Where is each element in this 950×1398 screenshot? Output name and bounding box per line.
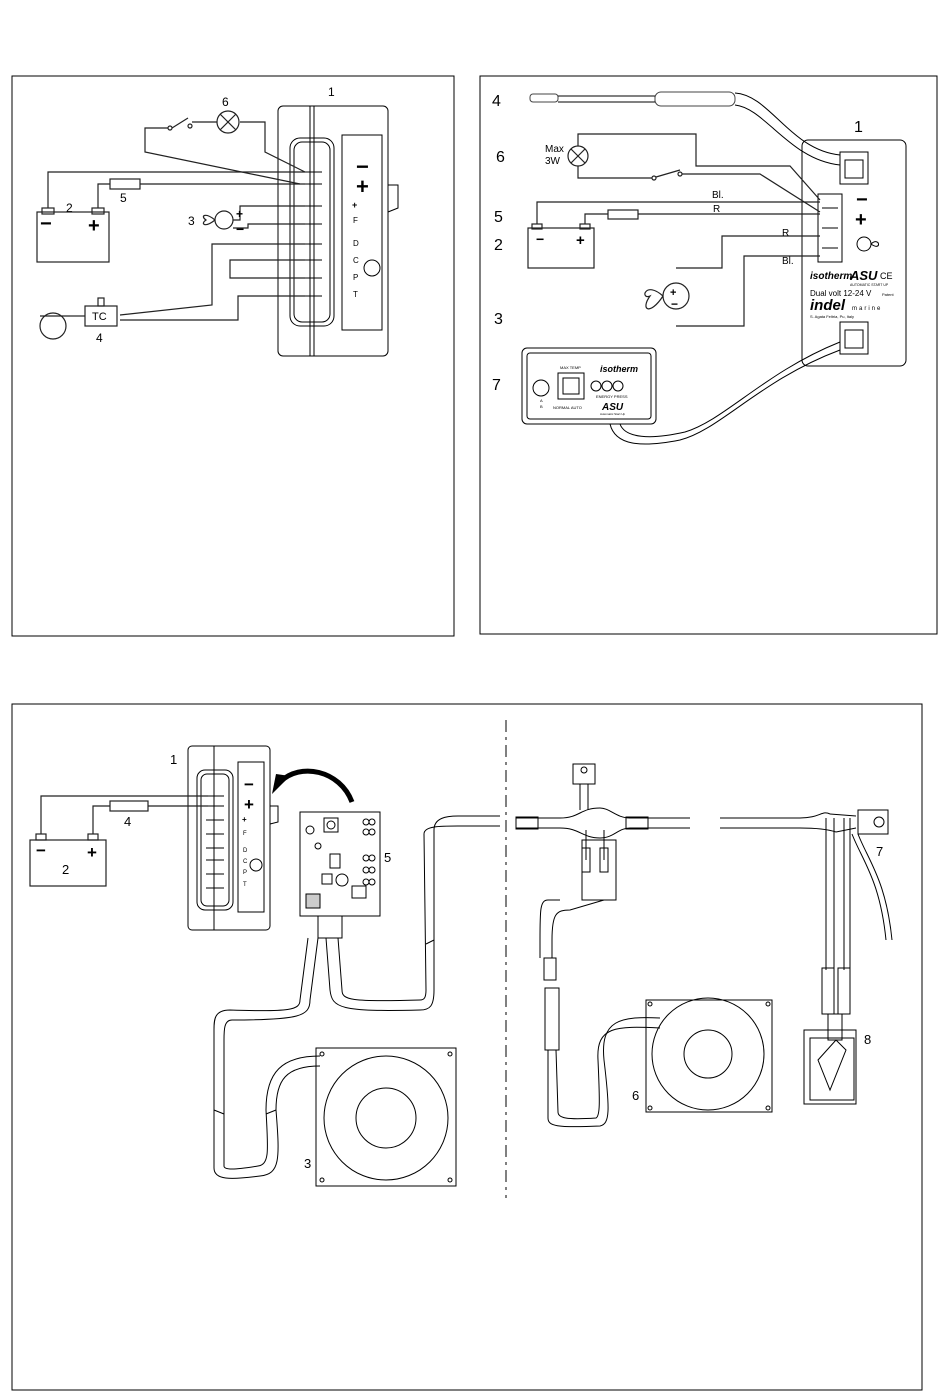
label-1: 1 <box>328 85 335 99</box>
terminal-label-f: F <box>353 216 358 225</box>
wire-label-r-2: R <box>782 228 789 239</box>
thermostat-wiring <box>40 244 305 339</box>
bottom-terminal-c: C <box>243 859 248 865</box>
ctrl-energy-press: ENERGY PRESS <box>596 394 628 399</box>
fan-box-3 <box>316 1048 456 1186</box>
fan-icon-tr <box>645 283 689 309</box>
patent-text: Patent <box>882 292 894 297</box>
label-5: 5 <box>120 191 127 205</box>
label-6: 6 <box>222 95 229 109</box>
harness-right <box>516 764 892 1127</box>
label-5: 5 <box>494 209 503 226</box>
wire-label-bl-1: Bl. <box>712 190 724 201</box>
label-2: 2 <box>494 237 503 254</box>
panel-top-right: 4 1 − + isotherm ASU CE AUTOMATIC START … <box>480 76 937 634</box>
label-1: 1 <box>170 752 177 767</box>
terminal-label-t: T <box>353 290 358 299</box>
label-6: 6 <box>632 1088 639 1103</box>
battery-tr-plus: + <box>576 232 585 249</box>
fan-box-6 <box>646 998 772 1112</box>
fuse <box>110 179 140 189</box>
plus-sign: + <box>356 174 369 199</box>
ctrl-b: B <box>540 404 543 409</box>
bottom-minus-sign: − <box>244 775 254 794</box>
terminal-label-plus: + <box>352 200 357 210</box>
marine-logo: marine <box>852 306 882 312</box>
switch-box-8 <box>804 1014 856 1104</box>
lamp-3w-text: 3W <box>545 156 561 167</box>
tc-label: TC <box>92 311 107 323</box>
label-2: 2 <box>66 201 73 215</box>
bottom-terminal-d: D <box>243 848 248 854</box>
battery-bottom-minus: − <box>36 841 46 860</box>
terminal-strip <box>290 138 334 326</box>
compressor-unit-top-left: − + + F D C P T <box>278 106 398 356</box>
battery-minus-sign: − <box>40 213 52 235</box>
switch-and-lamp <box>145 111 305 184</box>
arrow-head-icon <box>272 774 290 794</box>
ctrl-asu-subtitle: Automatic Start Up <box>600 412 626 416</box>
control-panel <box>522 342 840 444</box>
label-7: 7 <box>492 377 501 394</box>
bottom-plus-sign: + <box>244 795 254 814</box>
fan-tr-minus: − <box>671 297 678 311</box>
bottom-terminal-plus: + <box>242 815 247 824</box>
indel-logo: indel <box>810 297 846 314</box>
battery-bottom-plus: + <box>87 843 97 862</box>
bottom-terminal-t: T <box>243 882 247 888</box>
fuse-bottom <box>110 801 148 811</box>
label-8: 8 <box>864 1032 871 1047</box>
label-5: 5 <box>384 850 391 865</box>
fuse-tr <box>608 210 638 219</box>
fan-minus-sign: − <box>236 221 244 237</box>
battery-bottom <box>30 796 208 886</box>
terminal-label-c: C <box>353 256 359 265</box>
unit-minus-sign: − <box>856 189 868 211</box>
ctrl-normal-auto: NORMAL AUTO <box>553 405 582 410</box>
asu-subtitle: AUTOMATIC START UP <box>850 283 889 287</box>
battery-tr-minus: − <box>536 231 544 247</box>
compressor-unit-bottom <box>188 746 278 930</box>
label-4: 4 <box>124 814 131 829</box>
battery-plus-sign: + <box>88 215 100 237</box>
label-3: 3 <box>304 1156 311 1171</box>
label-3: 3 <box>188 214 195 228</box>
label-7: 7 <box>876 844 883 859</box>
wire-label-bl-2: Bl. <box>782 256 794 267</box>
control-unit <box>802 140 906 366</box>
ctrl-max-temp: MAX TEMP <box>560 365 581 370</box>
asu-logo: ASU <box>849 268 878 283</box>
label-4: 4 <box>492 93 501 110</box>
indel-address: S. Agata Feltria, Pu, Italy <box>810 314 854 319</box>
panel-top-left: − + + F D C P T 1 6 <box>12 76 454 636</box>
terminal-label-p: P <box>353 273 358 282</box>
wire-label-r-1: R <box>713 204 720 215</box>
isotherm-logo: isotherm <box>810 271 852 282</box>
label-1: 1 <box>854 119 863 136</box>
ctrl-a: A <box>540 398 543 403</box>
battery <box>37 172 305 262</box>
label-4: 4 <box>96 331 103 345</box>
panel-bottom: 1 − + + F D C P T − + 2 4 <box>12 704 922 1390</box>
bottom-terminal-f: F <box>243 831 247 837</box>
fan-plus-sign: + <box>236 207 243 221</box>
terminal-label-d: D <box>353 239 359 248</box>
lamp-max-text: Max <box>545 144 564 155</box>
lamp-circuit <box>568 134 820 212</box>
electronic-module <box>300 812 380 938</box>
ctrl-isotherm-logo: isotherm <box>600 364 638 374</box>
unit-plus-sign: + <box>855 209 867 231</box>
label-2: 2 <box>62 862 69 877</box>
ce-mark: CE <box>880 271 893 281</box>
bottom-terminal-p: P <box>243 870 247 876</box>
label-6: 6 <box>496 149 505 166</box>
label-3: 3 <box>494 311 503 328</box>
arrow-icon <box>280 771 352 802</box>
